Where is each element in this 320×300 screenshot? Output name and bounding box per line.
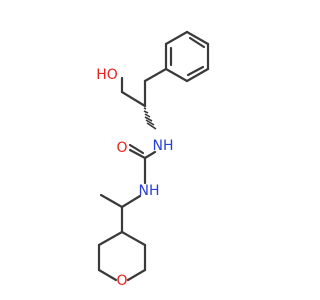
bond [99, 193, 124, 209]
bond [97, 230, 124, 247]
double-bond [128, 148, 147, 160]
hash-line [144, 113, 151, 118]
benzene-ring [164, 30, 210, 83]
double-bond-inner [186, 65, 205, 77]
hash-line [143, 110, 149, 114]
nh-upper-label: NH [153, 138, 174, 154]
hydroxyl-label: HO [96, 67, 118, 83]
bond [120, 90, 147, 108]
hash-line [145, 119, 155, 126]
bond [143, 150, 157, 160]
hash-line [146, 122, 157, 130]
bond [120, 194, 142, 209]
bond [97, 268, 118, 282]
hashed-wedge-bond [143, 107, 157, 130]
oxane-ring [97, 230, 147, 282]
bond [164, 67, 189, 83]
bond [143, 67, 168, 83]
bond [185, 67, 210, 83]
bond [120, 230, 147, 247]
chemical-structure: HO NH O NH O [96, 30, 210, 289]
nh-lower-label: NH [139, 183, 160, 199]
carbonyl-oxygen-label: O [116, 140, 127, 156]
hash-line [144, 116, 153, 122]
ring-oxygen-label: O [116, 273, 127, 289]
bond [126, 268, 147, 282]
bond [185, 30, 210, 46]
double-bond [128, 143, 145, 155]
bond [164, 30, 189, 46]
hash-line [143, 107, 147, 110]
double-bond-inner [188, 36, 206, 49]
